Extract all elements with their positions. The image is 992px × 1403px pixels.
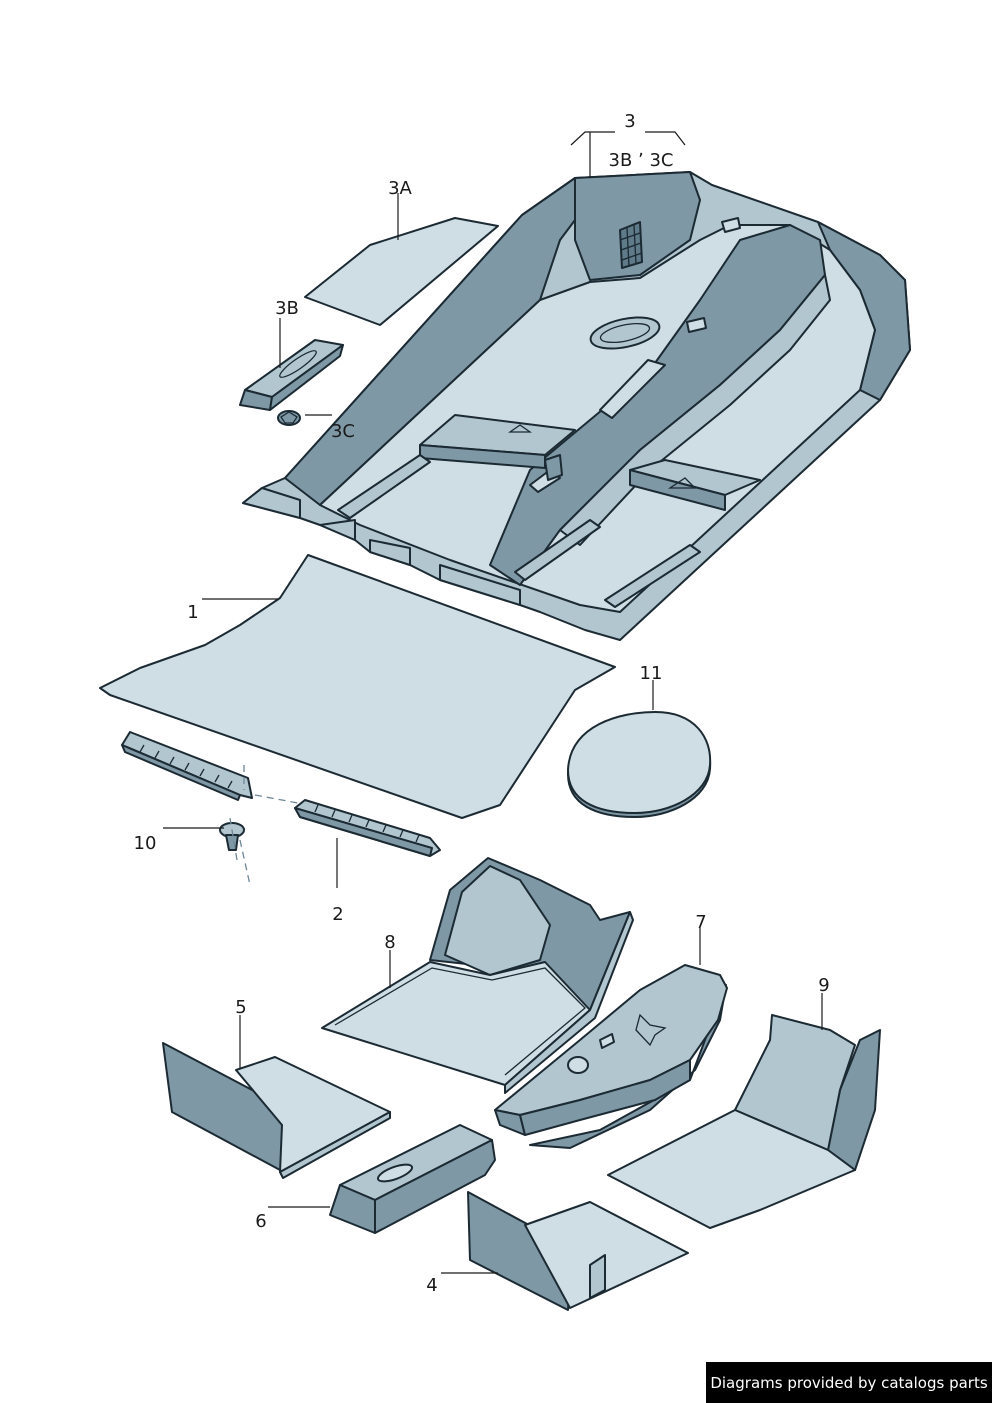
callout-9: 9 bbox=[818, 975, 829, 996]
part-3c-clip bbox=[277, 410, 301, 426]
callout-3c: 3C bbox=[331, 421, 355, 442]
part-10-push-clip bbox=[219, 822, 245, 851]
part-9-footwell-carpet-right bbox=[607, 1014, 881, 1229]
callout-3b-3c: 3B ʼ 3C bbox=[609, 150, 674, 171]
part-1-floor-mat bbox=[99, 554, 616, 819]
callout-labels: 3 3B ʼ 3C 3A 3B 3C 1 11 10 2 8 7 5 9 6 4 bbox=[134, 111, 830, 1296]
callout-6: 6 bbox=[255, 1211, 266, 1232]
part-5-rear-footwell-left bbox=[162, 1042, 391, 1179]
part-2-trim-strip-left bbox=[121, 731, 253, 801]
leader-lines bbox=[163, 131, 823, 1274]
callout-10: 10 bbox=[134, 833, 157, 854]
footer-credit-badge: Diagrams provided by catalogs parts bbox=[706, 1362, 992, 1403]
footer-credit-text: Diagrams provided by catalogs parts bbox=[710, 1373, 988, 1392]
callout-3: 3 bbox=[624, 111, 635, 132]
part-3a-pad bbox=[304, 217, 499, 326]
part-7-tunnel-cover bbox=[494, 964, 728, 1149]
callout-4: 4 bbox=[426, 1275, 437, 1296]
assembly-line bbox=[229, 765, 299, 886]
callout-3a: 3A bbox=[388, 178, 412, 199]
callout-2: 2 bbox=[332, 904, 343, 925]
callout-1: 1 bbox=[187, 602, 198, 623]
callout-5: 5 bbox=[235, 997, 246, 1018]
callout-3b: 3B bbox=[275, 298, 299, 319]
callout-8: 8 bbox=[384, 932, 395, 953]
part-6-rear-foot-rest bbox=[329, 1124, 496, 1234]
callout-7: 7 bbox=[695, 912, 706, 933]
part-8-footwell-carpet-left bbox=[321, 857, 634, 1094]
part-3b-foot-rest bbox=[239, 339, 344, 411]
part-3-main-floor-carpet bbox=[242, 171, 911, 641]
part-4-rear-footwell-right bbox=[467, 1191, 689, 1311]
callout-11: 11 bbox=[640, 663, 663, 684]
part-2-trim-strip-right bbox=[294, 799, 441, 857]
part-11-round-pad bbox=[567, 711, 712, 818]
